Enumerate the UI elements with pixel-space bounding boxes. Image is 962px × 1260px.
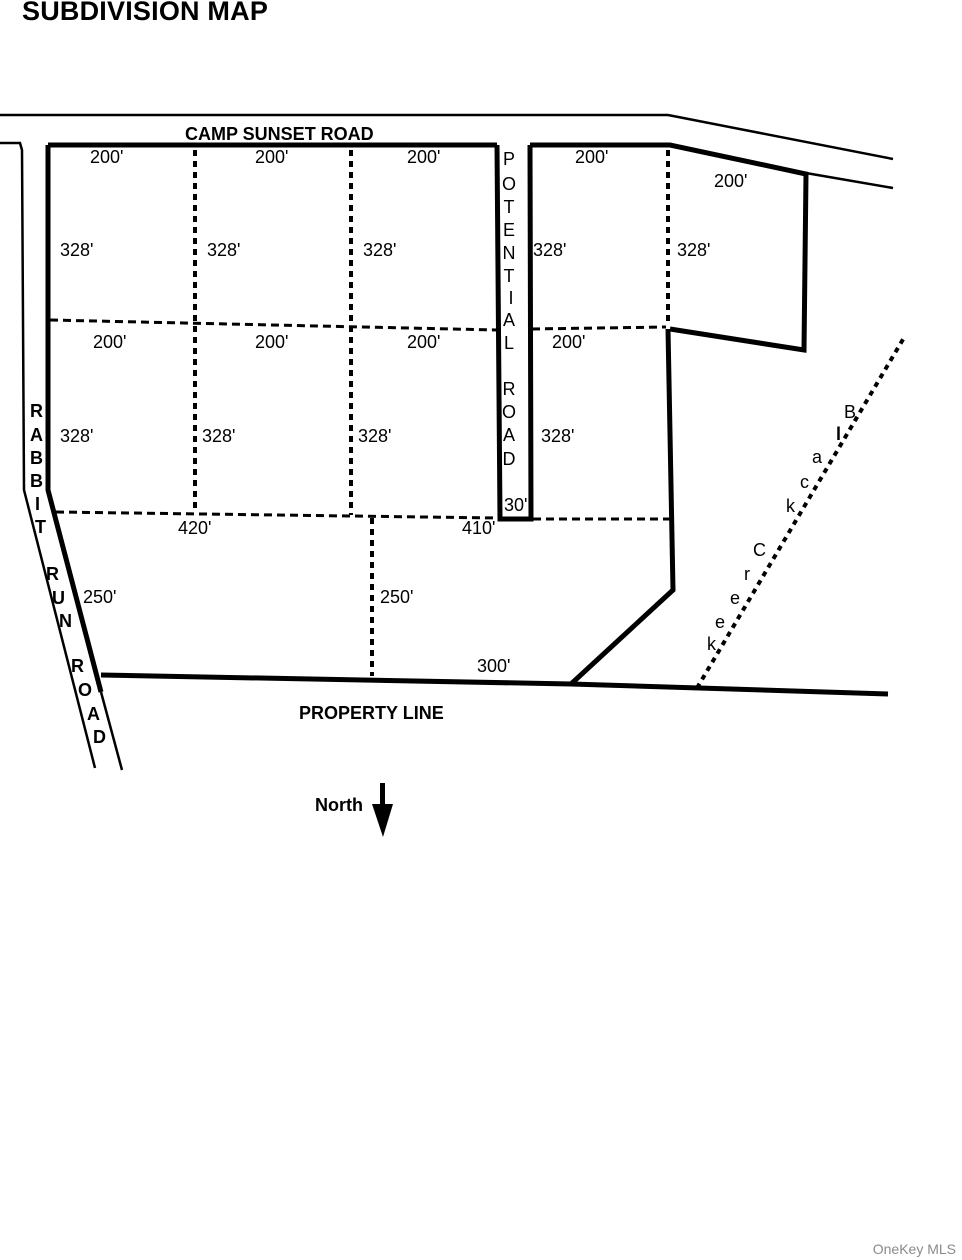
property-line-label: PROPERTY LINE (299, 703, 444, 723)
svg-text:C: C (753, 540, 766, 560)
svg-text:T: T (35, 517, 46, 537)
svg-text:328': 328' (541, 426, 574, 446)
svg-text:L: L (504, 333, 514, 353)
svg-text:250': 250' (83, 587, 116, 607)
svg-text:328': 328' (60, 240, 93, 260)
svg-text:328': 328' (533, 240, 566, 260)
svg-text:420': 420' (178, 518, 211, 538)
svg-text:k: k (786, 496, 796, 516)
svg-text:I: I (35, 494, 40, 514)
svg-text:A: A (503, 425, 515, 445)
svg-text:N: N (59, 611, 72, 631)
arrow-down-icon (380, 783, 385, 807)
camp-sunset-road (0, 113, 894, 190)
svg-text:200': 200' (255, 332, 288, 352)
parcel-boundaries (48, 142, 889, 697)
svg-text:200': 200' (714, 171, 747, 191)
svg-text:328': 328' (207, 240, 240, 260)
lower-dimensions: 30' 420' 410' 250' 250' 300' (83, 495, 527, 676)
svg-text:North: North (315, 795, 363, 815)
row2-dimensions: 200' 200' 200' 200' 328' 328' 328' 328' (60, 332, 585, 446)
svg-text:328': 328' (202, 426, 235, 446)
svg-text:O: O (502, 174, 516, 194)
svg-text:300': 300' (477, 656, 510, 676)
svg-text:A: A (30, 425, 43, 445)
svg-text:l: l (836, 424, 841, 444)
page-title: SUBDIVISION MAP (22, 0, 269, 26)
camp-sunset-road-label: CAMP SUNSET ROAD (185, 124, 374, 144)
svg-text:B: B (844, 402, 856, 422)
svg-text:O: O (502, 402, 516, 422)
svg-text:P: P (503, 149, 515, 169)
svg-text:200': 200' (407, 147, 440, 167)
svg-text:328': 328' (358, 426, 391, 446)
svg-text:R: R (46, 564, 59, 584)
svg-text:c: c (800, 472, 809, 492)
svg-text:200': 200' (407, 332, 440, 352)
svg-text:R: R (30, 401, 43, 421)
black-creek (695, 334, 907, 690)
svg-text:U: U (52, 588, 65, 608)
svg-text:N: N (503, 243, 516, 263)
svg-text:D: D (93, 727, 106, 747)
svg-text:k: k (707, 634, 717, 654)
svg-text:A: A (503, 310, 515, 330)
svg-text:410': 410' (462, 518, 495, 538)
svg-text:e: e (715, 612, 725, 632)
svg-text:R: R (503, 379, 516, 399)
svg-text:O: O (78, 680, 92, 700)
svg-text:328': 328' (363, 240, 396, 260)
svg-text:T: T (504, 197, 515, 217)
svg-text:B: B (30, 471, 43, 491)
rabbit-run-road-label: R A B B I T R U N R O A D (30, 401, 106, 747)
svg-text:a: a (812, 447, 823, 467)
svg-text:D: D (503, 449, 516, 469)
svg-text:250': 250' (380, 587, 413, 607)
svg-text:A: A (87, 704, 100, 724)
svg-text:200': 200' (552, 332, 585, 352)
svg-text:B: B (30, 448, 43, 468)
svg-text:328': 328' (60, 426, 93, 446)
svg-text:200': 200' (255, 147, 288, 167)
north-arrow: North (315, 783, 393, 837)
black-creek-label: B l a c k C r e e k (707, 402, 856, 654)
svg-text:e: e (730, 588, 740, 608)
svg-text:200': 200' (93, 332, 126, 352)
rabbit-run-road (0, 141, 124, 771)
svg-text:200': 200' (575, 147, 608, 167)
row1-dimensions: 200' 200' 200' 200' 200' 328' 328' 328' … (60, 147, 747, 260)
svg-text:r: r (744, 564, 750, 584)
svg-text:R: R (71, 656, 84, 676)
svg-text:30': 30' (504, 495, 527, 515)
svg-text:T: T (504, 266, 515, 286)
potential-road-label: P O T E N T I A L R O A D (502, 149, 516, 469)
svg-text:I: I (508, 288, 513, 308)
watermark: OneKey MLS (872, 1241, 956, 1257)
svg-text:328': 328' (677, 240, 710, 260)
svg-text:200': 200' (90, 147, 123, 167)
lot-lines (193, 150, 670, 676)
svg-text:E: E (503, 220, 515, 240)
